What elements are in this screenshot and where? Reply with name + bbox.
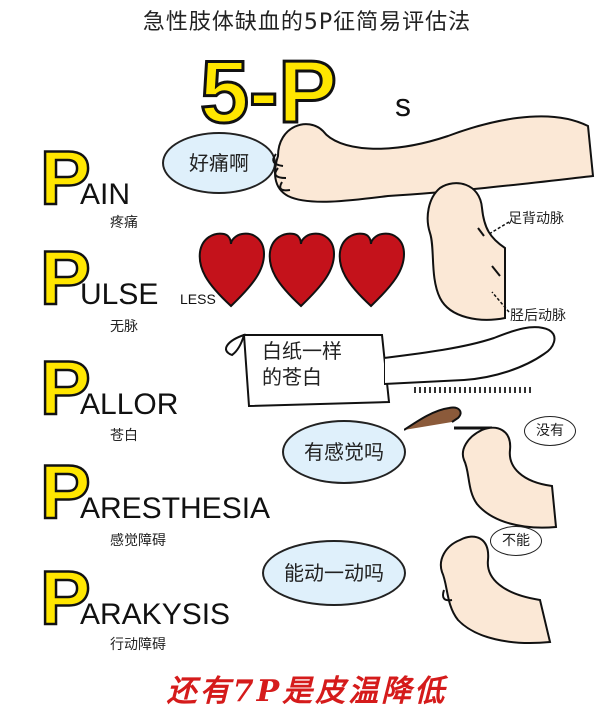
- tibial-label: 胫后动脉: [510, 308, 566, 324]
- foot-paresthesia-illustration: [462, 426, 558, 529]
- dorsalis-label: 足背动脉: [508, 211, 564, 227]
- page-title: 急性肢体缺血的5P征简易评估法: [142, 10, 472, 35]
- pallor-cn: 苍白: [110, 428, 138, 444]
- paresthesia-big-p: P ARESTHESIA: [40, 454, 270, 524]
- footer-note: 还有7P是皮温降低: [166, 674, 448, 709]
- pain-cn: 疼痛: [110, 215, 138, 231]
- five-ps-suffix: s: [395, 87, 411, 123]
- pulseless-big-p: P ULSE LESS: [40, 240, 216, 310]
- foot-paralysis-illustration: [440, 535, 552, 645]
- svg-text:AIN: AIN: [80, 178, 130, 210]
- heart-icon: [198, 232, 266, 308]
- svg-text:P: P: [40, 140, 91, 210]
- five-ps-text: 5-P: [200, 44, 337, 134]
- svg-text:P: P: [40, 240, 91, 310]
- heart-icon: [338, 232, 406, 308]
- pulse-arrows: [488, 221, 510, 313]
- svg-text:ULSE: ULSE: [80, 278, 158, 310]
- pulseless-cn: 无脉: [110, 319, 138, 335]
- parakysis-big-p: P ARAKYSIS: [40, 560, 230, 630]
- five-ps-header: 5-P s: [200, 44, 411, 134]
- foot-pain-illustration: [272, 115, 595, 203]
- heart-icon: [268, 232, 336, 308]
- svg-text:LESS: LESS: [180, 291, 216, 307]
- svg-text:ARAKYSIS: ARAKYSIS: [80, 598, 230, 630]
- pallor-text-line1: 白纸一样: [262, 339, 342, 363]
- paper-sign-illustration: [225, 333, 391, 408]
- pallor-text: 白纸一样 的苍白: [262, 338, 342, 390]
- svg-text:ARESTHESIA: ARESTHESIA: [80, 492, 270, 524]
- hearts-group: [198, 232, 406, 308]
- foot-pallor-illustration: [384, 326, 556, 393]
- svg-text:P: P: [40, 350, 91, 420]
- svg-text:P: P: [40, 560, 91, 630]
- paresthesia-cn: 感觉障碍: [110, 533, 166, 549]
- svg-text:P: P: [40, 454, 91, 524]
- paresthesia-bubble: 有感觉吗: [282, 420, 406, 484]
- pain-bubble: 好痛啊: [162, 132, 276, 194]
- cannot-note: 不能: [490, 526, 542, 556]
- svg-text:ALLOR: ALLOR: [80, 388, 178, 420]
- foot-pulse-illustration: [426, 182, 506, 321]
- pain-big-p: P AIN: [40, 140, 130, 210]
- pallor-big-p: P ALLOR: [40, 350, 178, 420]
- parakysis-cn: 行动障碍: [110, 637, 166, 653]
- paralysis-bubble: 能动一动吗: [262, 540, 406, 606]
- no-feeling-note: 没有: [524, 416, 576, 446]
- pallor-text-line2: 的苍白: [262, 365, 322, 389]
